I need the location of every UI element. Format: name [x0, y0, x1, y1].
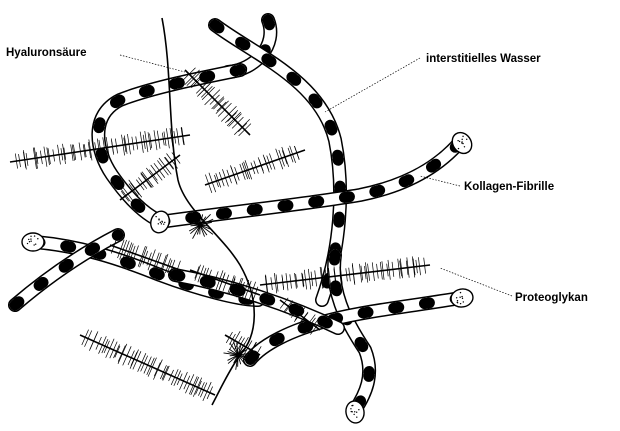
fibril-end-stipple	[30, 238, 31, 239]
proteoglycan-bristle	[163, 366, 170, 381]
collagen-fibrils	[15, 20, 476, 424]
proteoglycan-bristle	[149, 170, 157, 181]
proteoglycan-bristle	[171, 369, 178, 385]
label-interstitial-water: interstitielles Wasser	[426, 53, 541, 65]
fibril-end-stipple	[353, 414, 354, 415]
proteoglycan-bristle	[179, 372, 187, 390]
proteoglycan-bristle	[147, 358, 155, 375]
proteoglycan-bristle	[165, 157, 174, 168]
fibril-end-stipple	[461, 296, 462, 297]
fibril-end-stipple	[351, 411, 352, 412]
proteoglycan	[260, 256, 430, 293]
proteoglycan-bristle	[282, 147, 289, 167]
fibril-end-stipple	[163, 223, 164, 224]
fibril-end-stipple	[461, 142, 462, 143]
proteoglycan-bristle	[237, 338, 244, 351]
proteoglycan-bristle	[191, 377, 199, 395]
proteoglycan-bristle	[141, 174, 151, 188]
fibril-end-stipple	[460, 292, 461, 293]
fibril-end-stipple	[160, 222, 161, 223]
fibril-end-stipple	[466, 139, 467, 140]
fibril-end-stipple	[155, 216, 156, 217]
proteoglycan-bristle	[146, 168, 158, 184]
fibril-end-stipple	[459, 141, 460, 142]
fibril-end-stipple	[459, 297, 460, 298]
proteoglycan-bristle	[203, 382, 211, 401]
fibril-end-stipple	[458, 148, 459, 149]
fibril-end-stipple	[30, 241, 31, 242]
fibril-end-stipple	[358, 409, 359, 410]
proteoglycan-core	[260, 265, 430, 285]
proteoglycan-core	[120, 155, 180, 200]
proteoglycan-bristle	[131, 352, 137, 365]
fibril-end-stipple	[29, 241, 30, 242]
fibril-end-stipple	[28, 239, 29, 240]
link-protein-core	[236, 353, 241, 358]
fibril-end-stipple	[27, 243, 28, 244]
label-collagen-fibril: Kollagen-Fibrille	[464, 181, 554, 193]
fibril-end-stipple	[456, 297, 457, 298]
proteoglycan-bristle	[114, 344, 120, 358]
fibril-end-stipple	[34, 235, 35, 236]
proteoglycan-bristle	[154, 163, 165, 178]
fibril-end	[22, 233, 44, 251]
proteoglycan	[120, 152, 180, 201]
fibril-end-stipple	[158, 219, 159, 220]
fibril-end-stipple	[354, 411, 355, 412]
fibril-end-stipple	[463, 301, 464, 302]
proteoglycan-bristle	[141, 172, 152, 187]
fibril-end-stipple	[457, 140, 458, 141]
fibril-end-stipple	[457, 300, 458, 301]
leader-interstitial-water	[325, 58, 420, 112]
fibril-end-stipple	[158, 223, 159, 224]
fibril-end-stipple	[161, 221, 162, 222]
proteoglycan	[205, 146, 305, 193]
proteoglycan-bristle	[154, 362, 160, 376]
fibril-end-stipple	[351, 405, 352, 406]
proteoglycan-bristle	[164, 157, 173, 169]
label-proteoglycan: Proteoglykan	[515, 292, 588, 304]
proteoglycan-bristle	[90, 333, 97, 349]
proteoglycan-bristle	[174, 371, 181, 386]
link-protein-core	[198, 223, 203, 228]
proteoglycan-bristle	[110, 342, 117, 359]
fibril-end-stipple	[457, 302, 458, 303]
fibril-end-stipple	[35, 243, 36, 244]
proteoglycan-bristle	[189, 376, 197, 394]
label-hyaluronic-acid: Hyaluronsäure	[6, 47, 87, 59]
fibril-end-stipple	[462, 136, 463, 137]
leader-hyaluronic-acid	[120, 55, 185, 72]
fibril-end-stipple	[350, 408, 351, 409]
fibril-end-stipple	[464, 146, 465, 147]
fibril-end-stipple	[461, 139, 462, 140]
proteoglycan-bristle	[136, 180, 144, 190]
fibril-end-stipple	[462, 298, 463, 299]
fibril-end-stipple	[460, 303, 461, 304]
proteoglycan-core	[205, 150, 305, 185]
proteoglycan-bristle	[85, 330, 92, 346]
proteoglycan-bristle	[128, 351, 134, 365]
fibril-end-stipple	[30, 236, 31, 237]
proteoglycan-bristle	[198, 382, 204, 395]
proteoglycan	[80, 330, 215, 401]
fibril-end-stipple	[164, 222, 165, 223]
fibril-end-stipple	[356, 416, 357, 417]
fibril-end-stipple	[37, 238, 38, 239]
fibril-end-stipple	[161, 223, 162, 224]
fibril-end-stipple	[356, 412, 357, 413]
fibril-end-stipple	[33, 244, 34, 245]
proteoglycan-bristle	[82, 330, 89, 345]
leader-proteoglycan	[440, 268, 512, 296]
proteoglycan-bristle	[151, 165, 162, 180]
proteoglycan-bristle	[141, 356, 148, 372]
